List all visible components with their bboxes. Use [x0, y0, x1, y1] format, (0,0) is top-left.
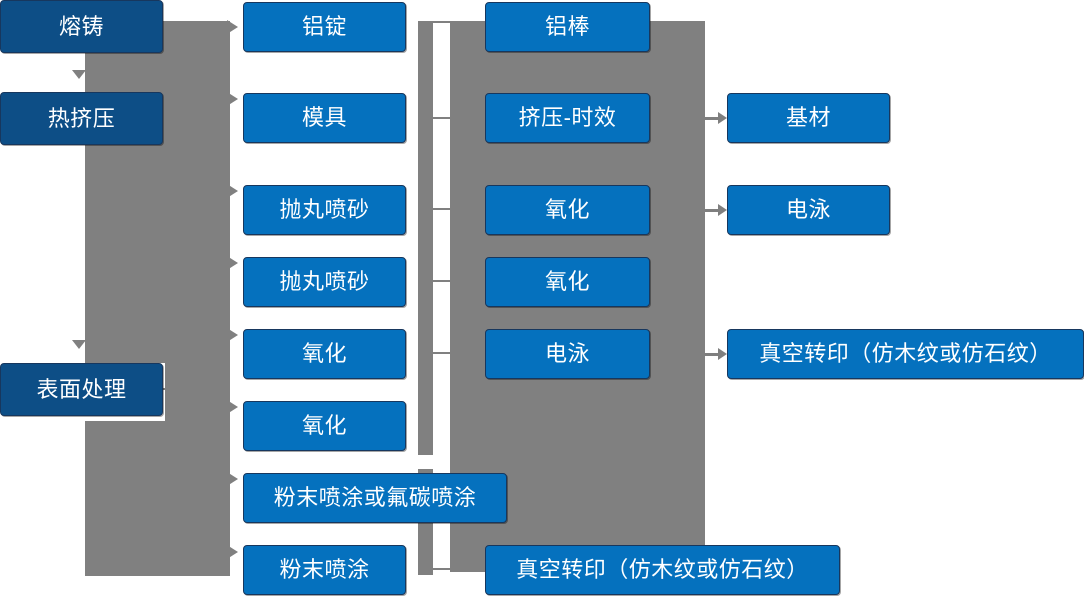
trunk-stub-7 [227, 472, 238, 486]
process-label: 氧化 [301, 413, 347, 438]
stage-label: 热挤压 [47, 105, 116, 131]
process-label: 粉末喷涂或氟碳喷涂 [273, 485, 477, 510]
stage-box-surface-treatment[interactable]: 表面处理 [0, 363, 163, 416]
rail-tick-6 [433, 568, 453, 570]
process-box-mold[interactable]: 模具 [243, 93, 406, 143]
process-box-col4-vacuum-transfer[interactable]: 真空转印（仿木纹或仿石纹） [727, 329, 1084, 379]
arrow-head [718, 204, 727, 216]
process-box-col4-electrophoresis[interactable]: 电泳 [727, 185, 890, 235]
trunk-stub-4 [227, 256, 238, 270]
rail-tick-3 [433, 208, 453, 210]
trunk-stub-3 [227, 184, 238, 198]
column2-rail-bar [418, 21, 433, 575]
process-box-extrusion-aging[interactable]: 挤压-时效 [485, 93, 650, 143]
process-label: 电泳 [785, 197, 831, 222]
process-box-powder-or-fluorocarbon-coating[interactable]: 粉末喷涂或氟碳喷涂 [243, 473, 507, 523]
process-box-powder-coating[interactable]: 粉末喷涂 [243, 545, 406, 595]
trunk-stub-6 [227, 400, 238, 414]
arrow-to-electrophoresis [705, 203, 727, 217]
process-box-shot-blasting-1[interactable]: 抛丸喷砂 [243, 185, 406, 235]
trunk-stub-5 [227, 328, 238, 342]
process-label: 模具 [301, 105, 347, 130]
arrow-shaft [705, 352, 718, 356]
process-label: 粉末喷涂 [279, 557, 370, 582]
arrow-shaft [705, 208, 718, 212]
process-box-col3-oxidation-1[interactable]: 氧化 [485, 185, 650, 235]
stage-box-hot-extrusion[interactable]: 热挤压 [0, 92, 163, 145]
process-label: 电泳 [544, 341, 590, 366]
process-box-col3-oxidation-2[interactable]: 氧化 [485, 257, 650, 307]
column2-rail-gap [418, 455, 433, 469]
process-label: 氧化 [301, 341, 347, 366]
process-box-col3-vacuum-transfer[interactable]: 真空转印（仿木纹或仿石纹） [485, 545, 840, 595]
arrow-to-substrate [705, 111, 727, 125]
arrow-shaft [705, 116, 718, 120]
arrow-head [718, 348, 727, 360]
stage-flow-chevron-2 [72, 340, 86, 349]
process-label: 氧化 [544, 269, 590, 294]
process-label: 真空转印（仿木纹或仿石纹） [759, 341, 1052, 366]
process-box-substrate[interactable]: 基材 [727, 93, 890, 143]
process-label: 铝棒 [544, 14, 590, 39]
process-label: 抛丸喷砂 [279, 269, 370, 294]
process-label: 基材 [785, 105, 831, 130]
stage-flow-chevron-1 [72, 70, 86, 79]
stage-label: 熔铸 [58, 13, 104, 39]
process-label: 抛丸喷砂 [279, 197, 370, 222]
process-box-aluminum-ingot[interactable]: 铝锭 [243, 2, 406, 52]
stage-label: 表面处理 [36, 376, 127, 402]
rail-tick-1 [433, 21, 453, 23]
process-label: 真空转印（仿木纹或仿石纹） [516, 557, 809, 582]
process-label: 铝锭 [301, 14, 347, 39]
process-box-oxidation-1[interactable]: 氧化 [243, 329, 406, 379]
arrow-head [718, 112, 727, 124]
process-box-col3-electrophoresis[interactable]: 电泳 [485, 329, 650, 379]
rail-tick-2 [433, 117, 453, 119]
rail-tick-4 [433, 280, 453, 282]
process-label: 挤压-时效 [518, 105, 617, 130]
trunk-stub-8 [227, 545, 238, 559]
process-box-shot-blasting-2[interactable]: 抛丸喷砂 [243, 257, 406, 307]
stage-box-melt-cast[interactable]: 熔铸 [0, 0, 163, 53]
arrow-to-vacuum-transfer [705, 347, 727, 361]
surface-treatment-connector-line [163, 388, 187, 390]
process-box-aluminum-bar[interactable]: 铝棒 [485, 2, 650, 52]
stage-trunk-notch-gap [85, 415, 165, 421]
process-label: 氧化 [544, 197, 590, 222]
trunk-stub-2 [227, 92, 238, 106]
trunk-stub-1 [227, 20, 238, 34]
rail-tick-5 [433, 352, 453, 354]
process-box-oxidation-2[interactable]: 氧化 [243, 401, 406, 451]
